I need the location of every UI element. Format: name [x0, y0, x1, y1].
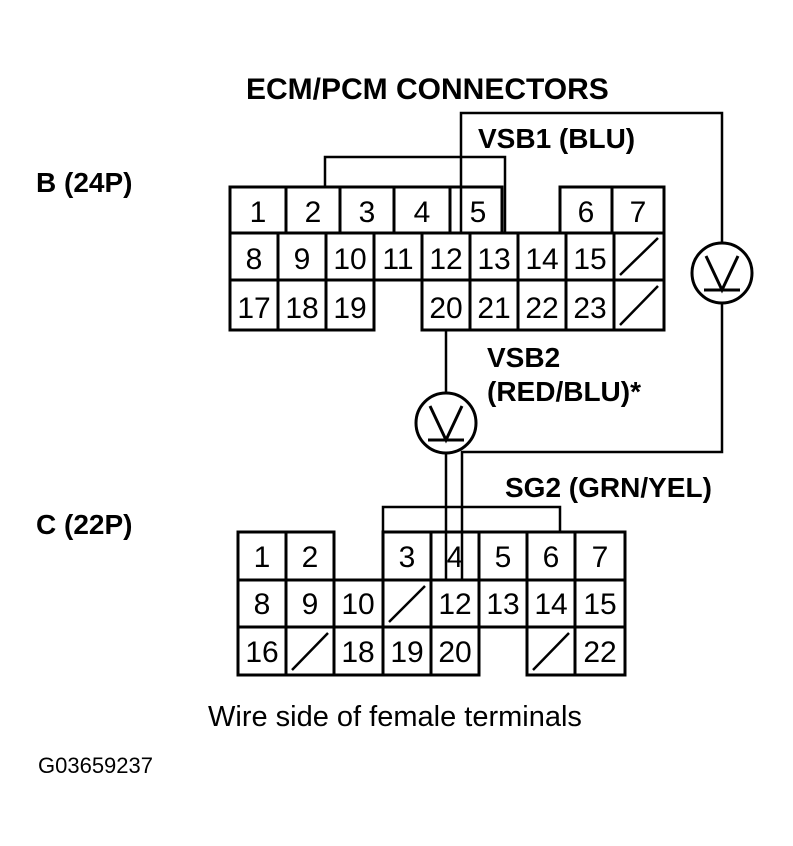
connector-c-blank-slash — [291, 632, 329, 671]
connector-c-terminal-14: 14 — [534, 588, 567, 621]
diagram-title: ECM/PCM CONNECTORS — [246, 73, 609, 106]
connector-c-terminal-8: 8 — [254, 588, 271, 621]
connector-c-terminal-10: 10 — [341, 588, 374, 621]
connector-b-terminal-17: 17 — [237, 292, 270, 325]
connector-b-cell-17 — [228, 278, 280, 332]
connector-c-terminal-1: 1 — [254, 541, 271, 574]
connector-b-cell-15 — [564, 231, 616, 282]
connector-c-terminal-7: 7 — [592, 541, 609, 574]
connector-b-cell-7 — [610, 185, 666, 235]
connector-c-terminal-19: 19 — [390, 636, 423, 669]
vsb1-label: VSB1 (BLU) — [478, 123, 635, 154]
connector-c-cell-22 — [573, 625, 627, 677]
connector-b-terminal-15: 15 — [573, 243, 606, 276]
sg2-label: SG2 (GRN/YEL) — [505, 472, 712, 503]
voltmeter-vsb1-icon — [690, 241, 754, 305]
connector-c-cell-2 — [284, 530, 336, 582]
connector-c-terminal-5: 5 — [495, 541, 512, 574]
voltmeter-vsb2-icon — [414, 391, 478, 455]
connector-b-numbers: 1 2 3 4 5 6 7 8 9 10 11 12 13 14 15 17 1… — [237, 196, 646, 325]
connector-b-cell-23 — [564, 278, 616, 332]
connector-c-cell-7 — [573, 530, 627, 582]
connector-c-cell-16 — [236, 625, 288, 677]
connector-c-cell-9 — [284, 578, 336, 629]
sg2-wire-vsb1 — [460, 304, 724, 580]
connector-b-cell-19 — [324, 278, 376, 332]
connector-c-terminal-9: 9 — [302, 588, 319, 621]
connector-b-terminal-1: 1 — [250, 196, 267, 229]
connector-b-cell-5 — [448, 185, 504, 235]
connector-c — [236, 530, 627, 677]
connector-b-terminal-18: 18 — [285, 292, 318, 325]
connector-c-terminal-3: 3 — [399, 541, 416, 574]
connector-c-cell-13 — [477, 578, 529, 629]
connector-b-terminal-2: 2 — [305, 196, 322, 229]
figure-id: G03659237 — [38, 753, 153, 778]
connector-b-terminal-13: 13 — [477, 243, 510, 276]
connector-c-blank-slash — [388, 585, 426, 623]
connector-b-lock-tab — [323, 155, 507, 232]
connector-c-terminal-22: 22 — [583, 636, 616, 669]
connector-b-cell-11 — [372, 231, 424, 282]
connector-b-terminal-22: 22 — [525, 292, 558, 325]
connector-b-terminal-20: 20 — [429, 292, 462, 325]
caption: Wire side of female terminals — [208, 701, 582, 733]
connector-c-blank-slash — [532, 632, 570, 671]
connector-b — [228, 185, 666, 332]
connector-b-terminal-21: 21 — [477, 292, 510, 325]
connector-c-terminal-13: 13 — [486, 588, 519, 621]
connector-c-terminal-15: 15 — [583, 588, 616, 621]
connector-c-cell-18 — [332, 625, 385, 677]
connector-b-terminal-3: 3 — [359, 196, 376, 229]
connector-b-cell-22 — [516, 278, 568, 332]
connector-c-terminal-6: 6 — [543, 541, 560, 574]
connector-c-terminal-16: 16 — [245, 636, 278, 669]
connector-b-terminal-14: 14 — [525, 243, 558, 276]
connector-c-lock-tab — [381, 505, 562, 532]
connector-b-terminal-11: 11 — [382, 243, 413, 276]
connector-b-terminal-19: 19 — [333, 292, 366, 325]
connector-b-terminal-4: 4 — [414, 196, 431, 229]
connector-b-terminal-9: 9 — [294, 243, 311, 276]
connector-c-label: C (22P) — [36, 509, 132, 540]
connector-b-blank-slash — [619, 285, 659, 326]
connector-b-label: B (24P) — [36, 167, 132, 198]
connector-b-terminal-23: 23 — [573, 292, 606, 325]
connector-c-terminal-4: 4 — [447, 541, 464, 574]
connector-b-terminal-6: 6 — [578, 196, 595, 229]
connector-b-terminal-5: 5 — [470, 196, 487, 229]
connector-b-blank-slash — [619, 237, 659, 276]
connector-b-terminal-12: 12 — [429, 243, 462, 276]
connector-c-cell-14 — [525, 578, 577, 629]
vsb2-color-label: (RED/BLU)* — [487, 376, 641, 407]
connector-c-cell-15 — [573, 578, 627, 629]
connector-b-cell-20 — [420, 278, 472, 332]
vsb1-wire — [459, 111, 724, 243]
connector-b-terminal-7: 7 — [630, 196, 647, 229]
connector-c-terminal-12: 12 — [438, 588, 471, 621]
connector-c-cell-20 — [429, 625, 481, 677]
connector-c-terminal-20: 20 — [438, 636, 471, 669]
vsb2-label: VSB2 — [487, 342, 560, 373]
connector-b-terminal-10: 10 — [333, 243, 366, 276]
connector-c-numbers: 1 2 3 4 5 6 7 8 9 10 12 13 14 15 16 18 1… — [245, 541, 616, 669]
connector-b-cell-14 — [516, 231, 568, 282]
connector-c-terminal-18: 18 — [341, 636, 374, 669]
connector-b-terminal-8: 8 — [246, 243, 263, 276]
connector-c-terminal-2: 2 — [302, 541, 319, 574]
